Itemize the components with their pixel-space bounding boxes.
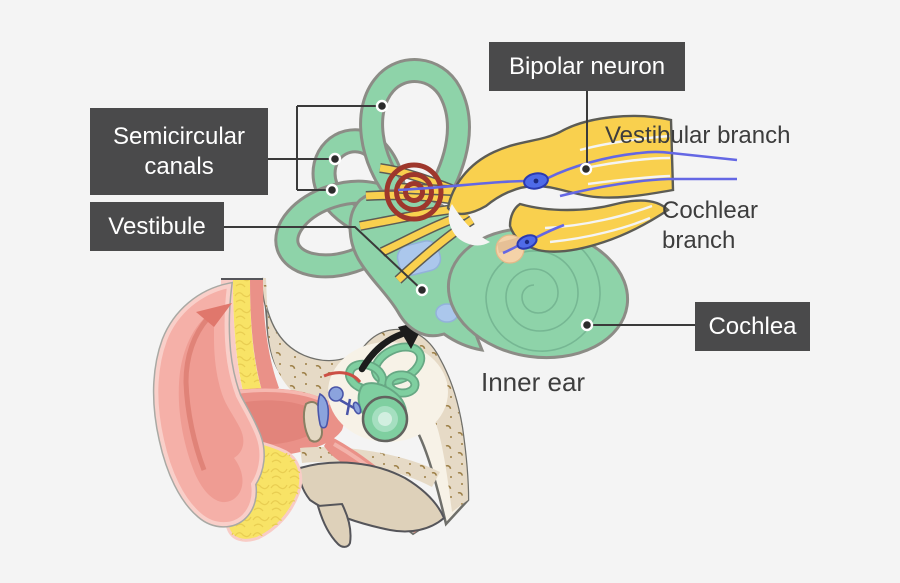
pinna-notch xyxy=(196,303,232,327)
semicircular-canal-superior xyxy=(359,58,471,203)
strip-cartilage xyxy=(250,280,279,394)
label-cochlear-branch: Cochlear branch xyxy=(662,197,759,255)
label-box-semicircular-canals: Semicircular canals xyxy=(90,108,268,195)
mini-cochlea-core xyxy=(378,412,392,426)
cochlear-spiral xyxy=(485,230,601,352)
dot-lateral-canal xyxy=(328,152,342,166)
ear-cross-section xyxy=(152,277,470,548)
label-box-vestibule: Vestibule xyxy=(90,202,224,251)
dot-bipolar-neuron xyxy=(579,162,593,176)
label-inner-ear: Inner ear xyxy=(481,367,586,397)
strip-fat-cells xyxy=(233,280,263,400)
bony-labyrinth xyxy=(274,58,738,360)
vestibular-branch-fiber-gaps xyxy=(579,134,671,186)
bone-mass xyxy=(298,461,446,533)
ossicles xyxy=(317,386,362,429)
dot-vestibule xyxy=(415,283,429,297)
leader-lines xyxy=(224,91,695,332)
pinna-ridge xyxy=(183,316,210,471)
dot-superior-canal xyxy=(375,99,389,113)
target-highlight-rings xyxy=(384,162,444,222)
bipolar-neuron-soma xyxy=(523,172,549,190)
dot-posterior-canal xyxy=(325,183,339,197)
pinna xyxy=(152,281,265,528)
bipolar-neuron-cochlear xyxy=(502,223,565,255)
label-box-cochlea: Cochlea xyxy=(695,302,810,351)
label-box-bipolar-neuron: Bipolar neuron xyxy=(489,42,685,91)
label-vestibular-branch: Vestibular branch xyxy=(605,122,791,149)
styloid-stalk xyxy=(316,502,352,548)
notch-gap xyxy=(448,204,490,246)
pinna-concha xyxy=(178,310,244,503)
inner-ear-mini xyxy=(302,342,448,443)
dot-cochlea xyxy=(580,318,594,332)
tensor-muscle xyxy=(323,371,362,384)
vestibular-ganglion-nerve xyxy=(446,114,675,216)
